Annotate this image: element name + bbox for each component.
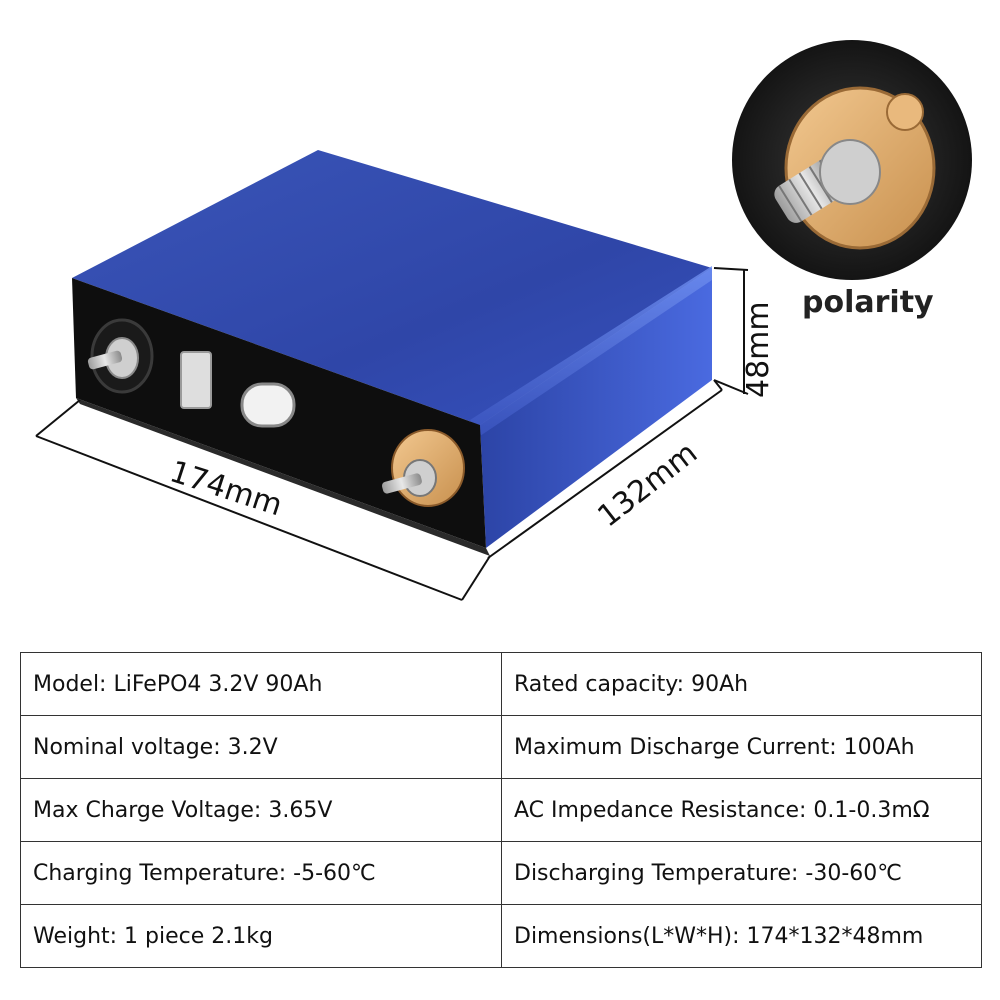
table-row: Model: LiFePO4 3.2V 90Ah Rated capacity:… — [20, 652, 982, 716]
spec-max-discharge-current: Maximum Discharge Current: 100Ah — [501, 715, 982, 779]
table-row: Nominal voltage: 3.2V Maximum Discharge … — [20, 715, 982, 779]
polarity-inset — [732, 40, 972, 280]
spec-ac-impedance: AC Impedance Resistance: 0.1-0.3mΩ — [501, 778, 982, 842]
spec-max-charge-voltage: Max Charge Voltage: 3.65V — [20, 778, 502, 842]
dimension-lines — [35, 267, 749, 601]
spec-nominal-voltage: Nominal voltage: 3.2V — [20, 715, 502, 779]
fill-port — [240, 382, 296, 428]
spec-weight: Weight: 1 piece 2.1kg — [20, 904, 502, 968]
polarity-terminal-icon — [381, 429, 465, 507]
table-row: Charging Temperature: -5-60℃ Discharging… — [20, 841, 982, 905]
spec-model: Model: LiFePO4 3.2V 90Ah — [20, 652, 502, 716]
spec-rated-capacity: Rated capacity: 90Ah — [501, 652, 982, 716]
vent-slot — [180, 351, 212, 409]
spec-discharging-temperature: Discharging Temperature: -30-60℃ — [501, 841, 982, 905]
polarity-label: polarity — [802, 285, 934, 320]
table-row: Max Charge Voltage: 3.65V AC Impedance R… — [20, 778, 982, 842]
height-label: 48mm — [741, 301, 776, 398]
table-row: Weight: 1 piece 2.1kg Dimensions(L*W*H):… — [20, 904, 982, 968]
spec-table: Model: LiFePO4 3.2V 90Ah Rated capacity:… — [20, 652, 982, 968]
spec-dimensions: Dimensions(L*W*H): 174*132*48mm — [501, 904, 982, 968]
battery-diagram: 174mm 132mm 48mm polarity — [35, 40, 972, 601]
spec-charging-temperature: Charging Temperature: -5-60℃ — [20, 841, 502, 905]
terminal-bolt-icon — [87, 318, 154, 394]
